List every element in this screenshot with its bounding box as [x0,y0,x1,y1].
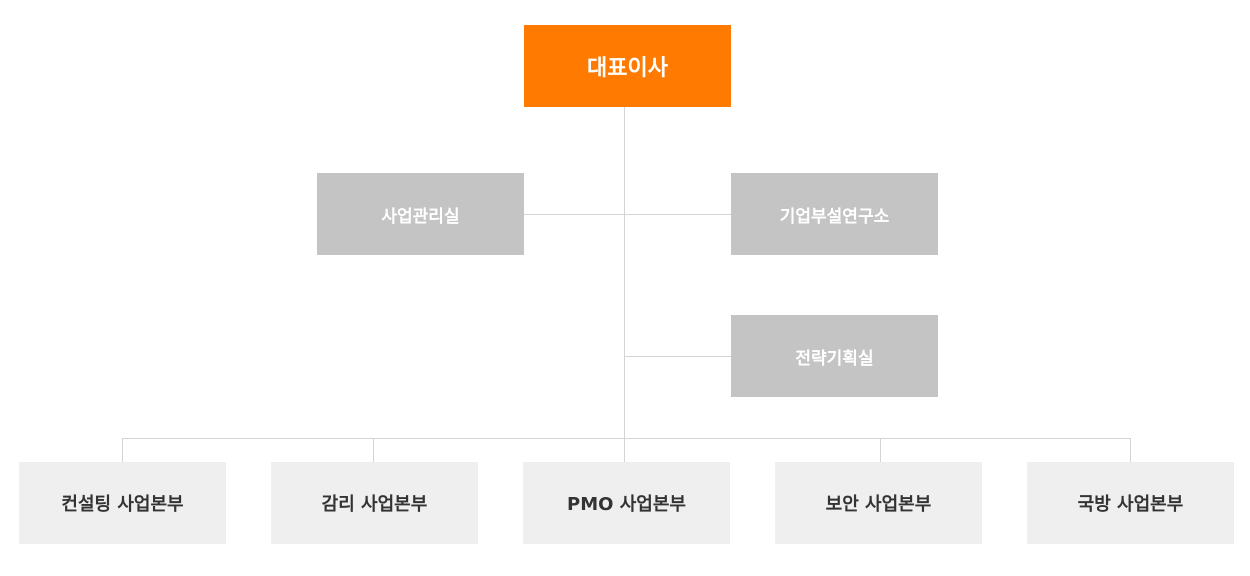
strategy-office-box: 전략기획실 [731,315,938,397]
connector-staff-row [524,214,731,215]
connector-strategy [624,356,731,357]
division-label: 국방 사업본부 [1077,494,1184,515]
division-box-audit: 감리 사업본부 [271,462,478,544]
connector-division-bus [122,438,1131,439]
connector-trunk [624,107,625,462]
strategy-office-label: 전략기획실 [795,348,874,369]
research-lab-box: 기업부설연구소 [731,173,938,255]
division-box-pmo: PMO 사업본부 [523,462,730,544]
division-label: 감리 사업본부 [321,494,428,515]
management-office-box: 사업관리실 [317,173,524,255]
ceo-box: 대표이사 [524,25,731,107]
division-box-defense: 국방 사업본부 [1027,462,1234,544]
connector-division-drop [1130,438,1131,462]
division-label: 컨설팅 사업본부 [61,494,184,515]
connector-division-drop [122,438,123,462]
management-office-label: 사업관리실 [381,206,460,227]
connector-division-drop [880,438,881,462]
division-label: 보안 사업본부 [825,494,932,515]
division-box-security: 보안 사업본부 [775,462,982,544]
research-lab-label: 기업부설연구소 [779,206,890,227]
connector-division-drop [373,438,374,462]
division-box-consulting: 컨설팅 사업본부 [19,462,226,544]
ceo-label: 대표이사 [587,56,668,81]
division-label: PMO 사업본부 [567,494,686,515]
